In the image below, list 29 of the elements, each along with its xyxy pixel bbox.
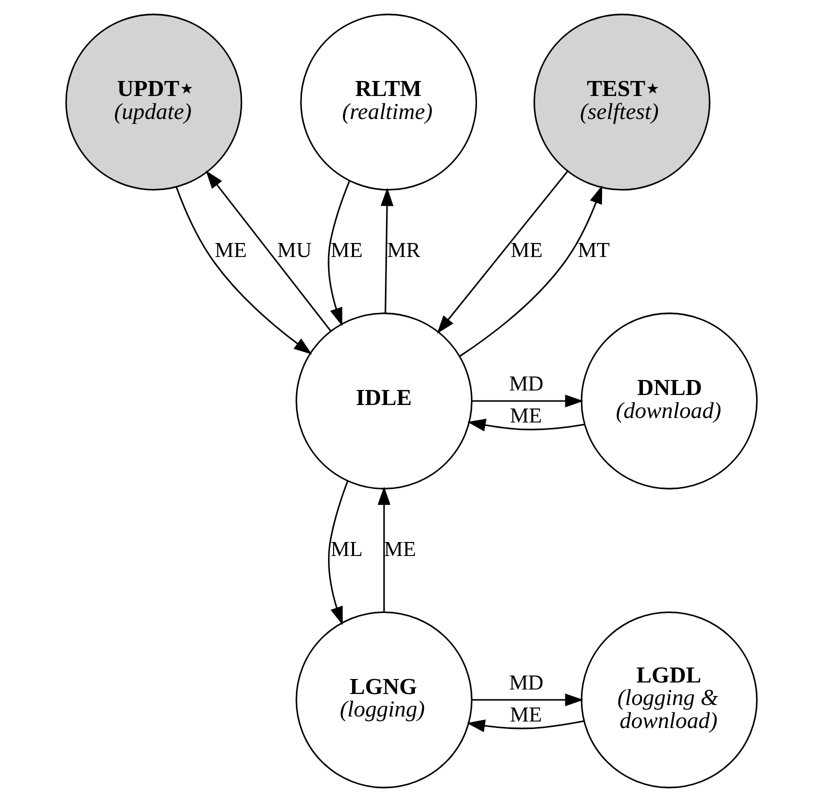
edge-label: MD [509,372,544,396]
node-circle: IDLE [296,312,472,490]
arrow [328,480,348,626]
edge-label: ME [214,238,247,262]
edge-label: ML [330,537,363,562]
arrow [472,693,584,706]
node-circle: DNLD (download) [580,312,758,490]
arrow [176,186,312,354]
arrow [466,720,584,732]
edge-label: ME [510,238,543,262]
edge-label: MT [578,238,610,262]
edge-label: ME [330,238,363,262]
arrow [328,181,350,326]
node-circle: TEST⋆ (selftest) [534,14,710,191]
arrow [206,170,332,332]
arrow [378,486,390,612]
edge-label: ME [510,702,542,727]
node-circle: LGNG (logging) [296,611,472,788]
node-circle: RLTM (realtime) [300,14,478,191]
edge-label: MU [277,238,312,262]
arrow [472,394,584,408]
arrow [459,185,602,357]
arrow [380,188,394,314]
arrow [436,171,568,334]
node-circle: LGDL (logging & download) [580,611,758,788]
edge-label: MR [387,238,420,262]
edge-label: MD [509,670,544,695]
arrow [467,418,584,432]
edge-label: ME [510,404,542,428]
